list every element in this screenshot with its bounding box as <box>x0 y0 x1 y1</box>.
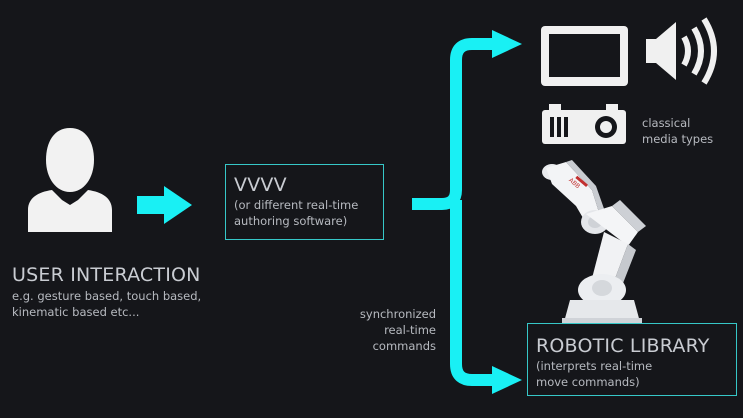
bracket-connector <box>412 38 498 386</box>
software-title: VVVV <box>234 174 287 196</box>
robotic-library-title: ROBOTIC LIBRARY <box>536 335 710 357</box>
robot-arm-image <box>542 160 646 324</box>
speaker-icon <box>646 17 717 85</box>
arrow-to-media <box>492 30 522 58</box>
software-desc-line2: authoring software) <box>234 214 348 228</box>
software-desc-line1: (or different real-time <box>234 198 359 212</box>
user-icon <box>28 128 112 232</box>
robotic-library-desc-line2: move commands) <box>536 375 640 389</box>
robotic-library-desc-line1: (interprets real-time <box>536 359 653 373</box>
arrow-to-robot <box>492 366 522 394</box>
monitor-icon <box>541 26 628 86</box>
arrow-user-to-software <box>137 186 192 224</box>
sync-label-line1: synchronized <box>359 307 436 321</box>
robotic-library-box: ROBOTIC LIBRARY (interprets real-time mo… <box>527 323 737 396</box>
user-interaction-title: USER INTERACTION <box>12 264 201 286</box>
sync-label-line2: real-time <box>384 323 436 337</box>
sync-label-line3: commands <box>372 339 436 353</box>
user-interaction-desc-line2: kinematic based etc... <box>12 305 140 319</box>
projector-icon <box>542 104 626 144</box>
media-types-label-line2: media types <box>642 132 714 146</box>
media-types-label-line1: classical <box>642 116 691 130</box>
user-interaction-desc-line1: e.g. gesture based, touch based, <box>12 289 202 303</box>
software-box: VVVV (or different real-time authoring s… <box>225 164 384 240</box>
